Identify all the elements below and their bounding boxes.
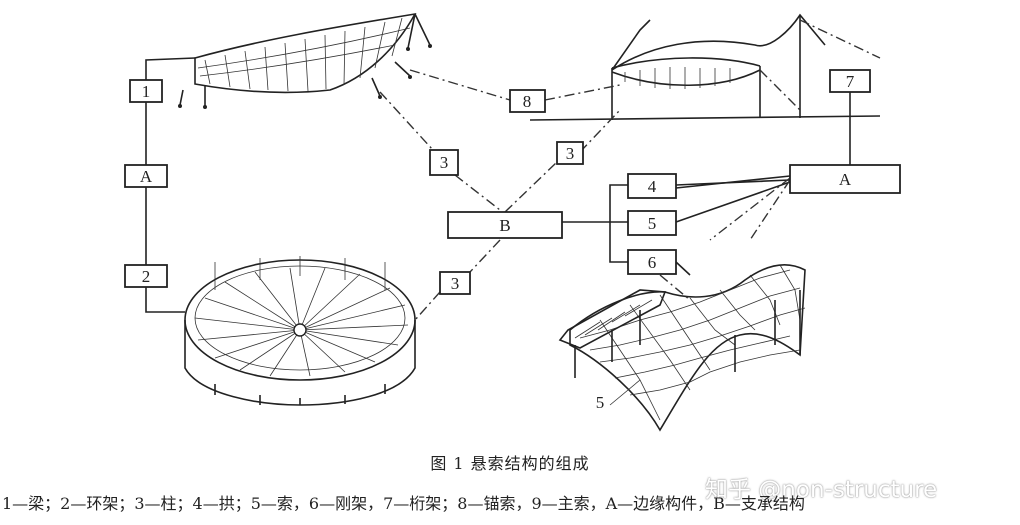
label-8: 8 (523, 92, 532, 111)
connector-lines (145, 57, 851, 406)
label-box-5: 5 (627, 210, 677, 236)
label-a-right: A (839, 170, 852, 189)
label-3-upper-left: 3 (440, 153, 449, 172)
label-box-a-right: A (789, 164, 901, 194)
label-box-8: 8 (509, 89, 546, 113)
ring-frame-drawing (184, 256, 416, 406)
label-5-net: 5 (596, 393, 605, 412)
label-6: 6 (648, 253, 657, 272)
figure-legend: 1—梁；2—环架；3—柱；4—拱；5—索，6—刚架，7—桁架；8—锚索，9—主索… (2, 494, 805, 513)
label-box-1: 1 (129, 79, 163, 103)
label-4: 4 (648, 177, 657, 196)
label-box-b: B (447, 211, 563, 239)
figure-caption: 图 1 悬索结构的组成 (430, 454, 590, 473)
label-3-lower: 3 (451, 274, 460, 293)
label-box-7: 7 (829, 69, 871, 93)
label-box-3-upper-right: 3 (556, 141, 584, 165)
label-b: B (499, 216, 510, 235)
label-box-2: 2 (124, 264, 168, 288)
suspension-structure-diagram: 1 A 2 3 3 3 8 7 (124, 12, 901, 432)
label-box-6: 6 (627, 249, 677, 275)
label-box-a-left: A (124, 164, 168, 188)
label-box-3-upper-left: 3 (429, 149, 459, 176)
label-5: 5 (648, 214, 657, 233)
watermark: 知乎 @non-structure (705, 477, 938, 503)
label-2: 2 (142, 267, 151, 286)
label-7: 7 (846, 72, 855, 91)
top-right-arch-roof-drawing (529, 13, 881, 121)
label-3-upper-right: 3 (566, 144, 575, 163)
label-1: 1 (142, 82, 151, 101)
label-box-3-lower: 3 (439, 271, 471, 295)
label-a-left: A (140, 167, 153, 186)
label-box-4: 4 (627, 173, 677, 199)
top-left-roof-drawing (178, 12, 432, 109)
